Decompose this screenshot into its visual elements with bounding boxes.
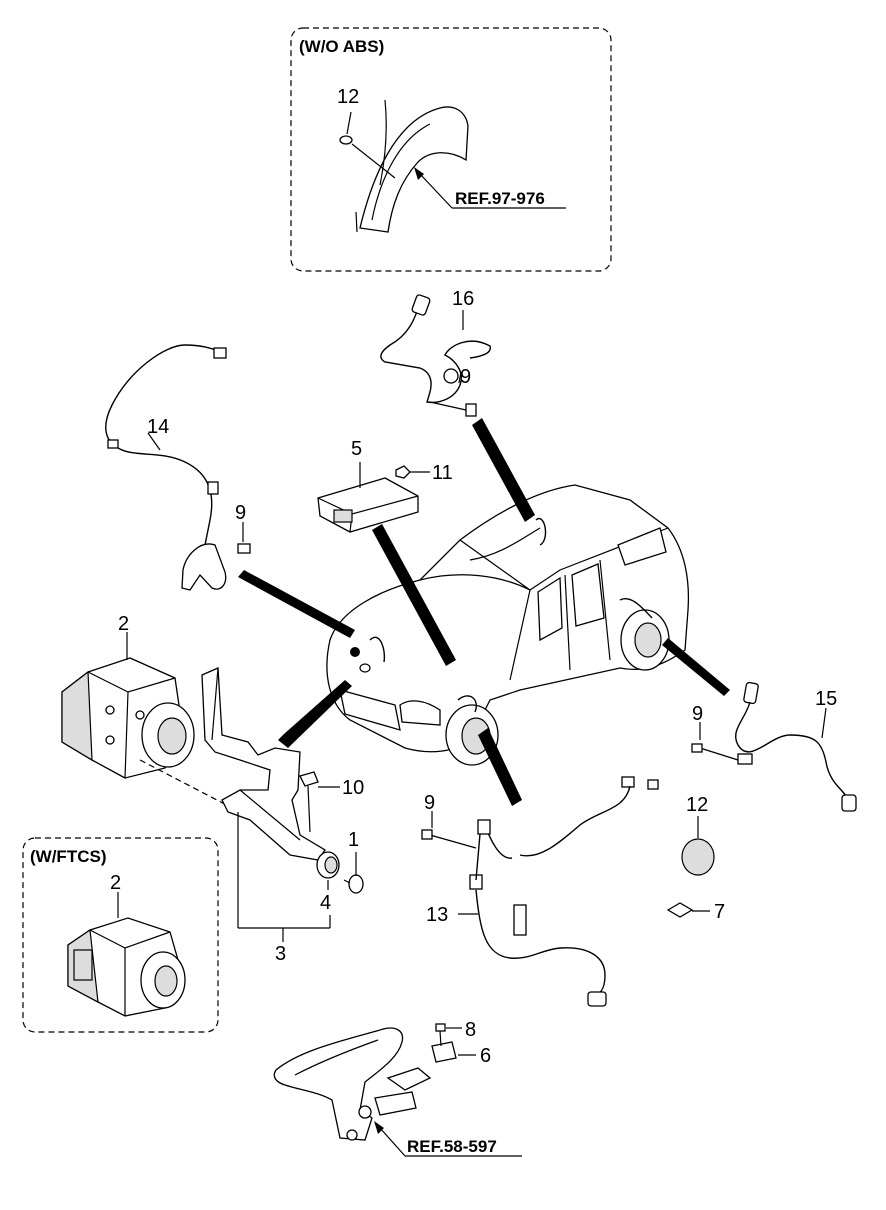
cap-12-part: 12 (681, 794, 715, 876)
fender-liner-part (355, 99, 469, 233)
w-ftcs-title: (W/FTCS) (30, 847, 106, 866)
vehicle-illustration (326, 484, 690, 766)
callout-11: 11 (432, 462, 453, 484)
callout-5: 5 (351, 438, 362, 460)
brake-pedal-assembly (273, 1027, 432, 1141)
callout-3: 3 (275, 943, 286, 965)
callout-9-right: 9 (692, 703, 703, 725)
wo-abs-dashed-frame (290, 27, 612, 272)
callout-4: 4 (320, 892, 331, 914)
leader-bands (238, 418, 730, 806)
bolt-8-part: 8 (435, 1019, 476, 1047)
callout-15: 15 (815, 688, 837, 710)
callout-6: 6 (480, 1045, 491, 1067)
switch-6-part: 6 (431, 1041, 491, 1067)
front-sensor-wire-14: 14 9 (105, 344, 251, 591)
callout-9-mid: 9 (424, 792, 435, 814)
callout-12-mid: 12 (686, 794, 708, 816)
bracket-3-part: 3 (201, 667, 331, 965)
seal-7-part: 7 (666, 901, 725, 923)
abs-unit-2-part: 2 (61, 613, 241, 813)
callout-13: 13 (426, 904, 448, 926)
ref-pedal-arrow: REF.58-597 (374, 1121, 522, 1157)
wo-abs-title: (W/O ABS) (299, 37, 384, 56)
bolt-10-part: 10 (299, 771, 364, 833)
callout-7: 7 (714, 901, 725, 923)
callout-12-top: 12 (337, 86, 359, 108)
rear-sensor-wire-15: 9 15 (691, 681, 857, 812)
bolt-1-part: 1 (343, 829, 364, 894)
callout-1: 1 (348, 829, 359, 851)
callout-9-top: 9 (460, 366, 471, 388)
callout-8: 8 (465, 1019, 476, 1041)
bushing-4-part: 4 (316, 851, 340, 914)
callout-2-ftcs: 2 (110, 872, 121, 894)
w-ftcs-dashed-frame (22, 837, 219, 1033)
callout-2: 2 (118, 613, 129, 635)
callout-16: 16 (452, 288, 474, 310)
wo-abs-box: (W/O ABS) 12 REF.97-976 (290, 27, 612, 272)
rear-sensor-wire-16: 16 9 (380, 288, 492, 417)
callout-9-left: 9 (235, 502, 246, 524)
w-ftcs-box: (W/FTCS) 2 (22, 837, 219, 1033)
module-5-part: 5 11 (317, 438, 453, 533)
grommet-12-part (339, 135, 353, 145)
ref-pedal-label: REF.58-597 (407, 1137, 497, 1156)
front-sensor-wire-13: 9 13 (421, 776, 659, 1007)
ref-fender-label: REF.97-976 (455, 189, 545, 208)
callout-14: 14 (147, 416, 169, 438)
callout-10: 10 (342, 777, 364, 799)
